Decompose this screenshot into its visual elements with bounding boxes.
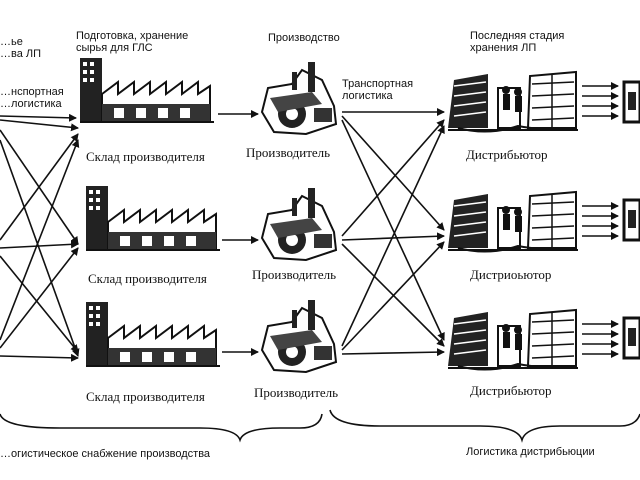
arrows-to-retail — [582, 82, 619, 358]
header-transport-left: …нспортная…логистика — [0, 86, 64, 110]
warehouse-label-row1: Склад производителя — [86, 149, 205, 164]
arrows-to-producer — [218, 110, 259, 356]
distributor-label-row3: Дистрибьютор — [470, 383, 552, 398]
warehouse-label-row2: Склад производителя — [88, 271, 207, 286]
plant-icon-row2 — [261, 187, 337, 261]
header-production: Производство — [268, 32, 340, 44]
warehouse-label-row3: Склад производителя — [86, 389, 205, 404]
factory-icon-row3 — [85, 301, 221, 367]
factory-icon-row1 — [79, 57, 215, 123]
factory-icon-row2 — [85, 185, 221, 251]
header-raw: …ье…ва ЛП — [0, 36, 42, 60]
plant-icon-row1 — [261, 61, 337, 135]
plant-icon-row3 — [261, 299, 337, 373]
producer-label-row2: Производитель — [252, 267, 337, 282]
pharmacy-icon-row1 — [622, 80, 640, 124]
brace-supply — [0, 413, 323, 443]
distributor-icon-row3 — [447, 309, 579, 371]
pharmacy-icon-row3 — [622, 316, 640, 360]
distributor-label-row2: Дистриоьютор — [470, 267, 552, 282]
arrows-supply — [0, 113, 80, 362]
footer-left: …огистическое снабжение производства — [0, 448, 211, 460]
producer-label-row1: Производитель — [246, 145, 331, 160]
arrows-distribution — [341, 108, 445, 357]
distributor-label-row1: Дистрибьютор — [466, 147, 548, 162]
pharmacy-icon-row2 — [622, 198, 640, 242]
distributor-icon-row1 — [447, 71, 579, 133]
footer-right: Логистика дистрибьюции — [466, 446, 595, 458]
distributor-icon-row2 — [447, 191, 579, 253]
brace-distribution — [329, 409, 640, 443]
producer-label-row3: Производитель — [254, 385, 339, 400]
